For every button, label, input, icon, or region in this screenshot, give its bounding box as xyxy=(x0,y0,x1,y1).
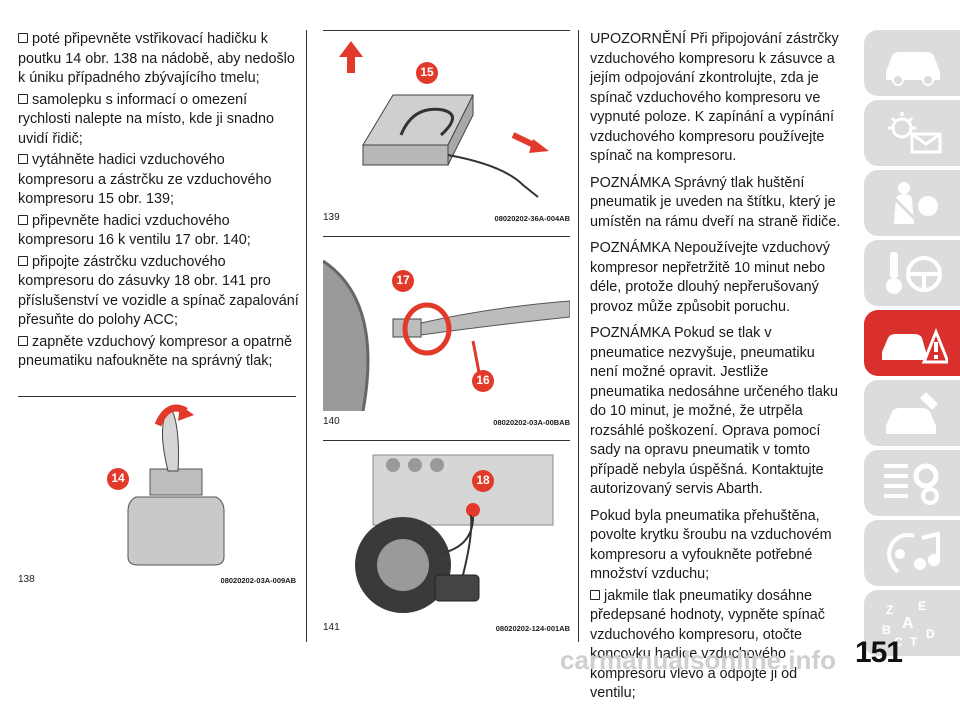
callout-17: 17 xyxy=(396,273,410,287)
list-item: poté připevněte vstřikovací hadičku k po… xyxy=(18,31,295,86)
figure-number: 140 xyxy=(323,416,340,427)
callout-18: 18 xyxy=(476,473,490,487)
sealant-bottle-illustration xyxy=(107,404,225,566)
car-breakdown-icon xyxy=(882,327,948,364)
checkbox-bullet-icon xyxy=(18,154,28,164)
valve-hose-illustration xyxy=(323,259,570,411)
checkbox-bullet-icon xyxy=(18,255,28,266)
figure-number: 139 xyxy=(323,212,340,223)
manual-page: poté připevněte vstřikovací hadičku k po… xyxy=(18,30,960,701)
tab-safety[interactable] xyxy=(864,170,960,236)
column-right: UPOZORNĚNÍ Při připojování zástrčky vzdu… xyxy=(590,30,842,711)
car-icon xyxy=(886,52,940,86)
warning-paragraph: UPOZORNĚNÍ Při připojování zástrčky vzdu… xyxy=(590,31,839,164)
figure-139: 15 139 08020202-36A-004AB xyxy=(323,30,570,223)
list-item: připevněte hadici vzduchového kompresoru… xyxy=(18,212,251,248)
watermark: carmanualsonline.info xyxy=(560,645,836,675)
svg-text:D: D xyxy=(926,627,935,641)
callout-16: 16 xyxy=(476,373,490,387)
seatbelt-airbag-icon xyxy=(890,182,938,224)
figure-code: 08020202-124-001AB xyxy=(495,624,570,633)
figure-caption: 141 08020202-124-001AB xyxy=(323,619,570,633)
tab-emergency[interactable] xyxy=(864,310,960,376)
maintenance-icon xyxy=(886,392,938,434)
figure-140: 17 16 140 08020202-03A-00BAB xyxy=(323,236,570,427)
figure-code: 08020202-03A-009AB xyxy=(220,576,296,585)
key-steering-wheel-icon xyxy=(886,252,942,294)
alphabetical-index-icon: Z E A B D C T xyxy=(882,599,935,648)
figure-code: 08020202-03A-00BAB xyxy=(493,418,570,427)
tab-multimedia[interactable] xyxy=(864,520,960,586)
svg-text:T: T xyxy=(910,635,918,648)
checkbox-bullet-icon xyxy=(18,335,28,346)
checkbox-bullet-icon xyxy=(18,93,28,104)
column-divider xyxy=(306,30,307,642)
tab-maintenance[interactable] xyxy=(864,380,960,446)
svg-text:C: C xyxy=(894,635,903,648)
list-item: samolepku s informací o omezení rychlost… xyxy=(18,91,274,147)
column-divider xyxy=(578,30,579,642)
paragraph: Pokud byla pneumatika přehuštěna, povolt… xyxy=(590,507,832,583)
svg-text:Z: Z xyxy=(886,603,893,617)
svg-text:E: E xyxy=(918,599,926,613)
figure-caption: 138 08020202-03A-009AB xyxy=(18,571,296,585)
svg-text:B: B xyxy=(882,623,891,637)
tab-starting-driving[interactable] xyxy=(864,240,960,306)
column-left: poté připevněte vstřikovací hadičku k po… xyxy=(18,30,300,374)
figure-caption: 140 08020202-03A-00BAB xyxy=(323,413,570,427)
list-item: zapněte vzduchový kompresor a opatrně pn… xyxy=(18,333,292,369)
checkbox-bullet-icon xyxy=(18,33,28,43)
multimedia-icon xyxy=(887,531,940,574)
note-paragraph: POZNÁMKA Nepoužívejte vzduchový kompreso… xyxy=(590,240,830,315)
list-item: připojte zástrčku vzduchového kompresoru… xyxy=(18,253,299,328)
compressor-illustration xyxy=(339,41,549,198)
tab-technical-data[interactable] xyxy=(864,450,960,516)
tab-warning-lights[interactable] xyxy=(864,100,960,166)
warning-lights-icon xyxy=(888,112,942,154)
checkbox-bullet-icon xyxy=(590,589,600,600)
figure-caption: 139 08020202-36A-004AB xyxy=(323,209,570,223)
note-paragraph: POZNÁMKA Správný tlak huštění pneumatik … xyxy=(590,174,841,230)
figure-code: 08020202-36A-004AB xyxy=(494,214,570,223)
page-number: 151 xyxy=(854,636,903,669)
svg-text:A: A xyxy=(902,615,914,632)
figure-138: 14 138 08020202-03A-009AB xyxy=(18,396,296,585)
callout-14: 14 xyxy=(111,471,125,485)
checkbox-bullet-icon xyxy=(18,214,28,225)
callout-15: 15 xyxy=(420,65,434,79)
tab-car[interactable] xyxy=(864,30,960,96)
figure-number: 138 xyxy=(18,574,35,585)
figure-141: 18 141 08020202-124-001AB xyxy=(323,440,570,633)
figure-number: 141 xyxy=(323,622,340,633)
list-item: vytáhněte hadici vzduchového kompresoru … xyxy=(18,152,272,207)
chapter-tabs: Z E A B D C T xyxy=(852,30,960,660)
gears-icon xyxy=(884,463,939,505)
tab-index[interactable]: Z E A B D C T xyxy=(864,590,960,656)
note-paragraph: POZNÁMKA Pokud se tlak v pneumatice nezv… xyxy=(590,325,839,497)
socket-tire-illustration xyxy=(355,454,554,613)
